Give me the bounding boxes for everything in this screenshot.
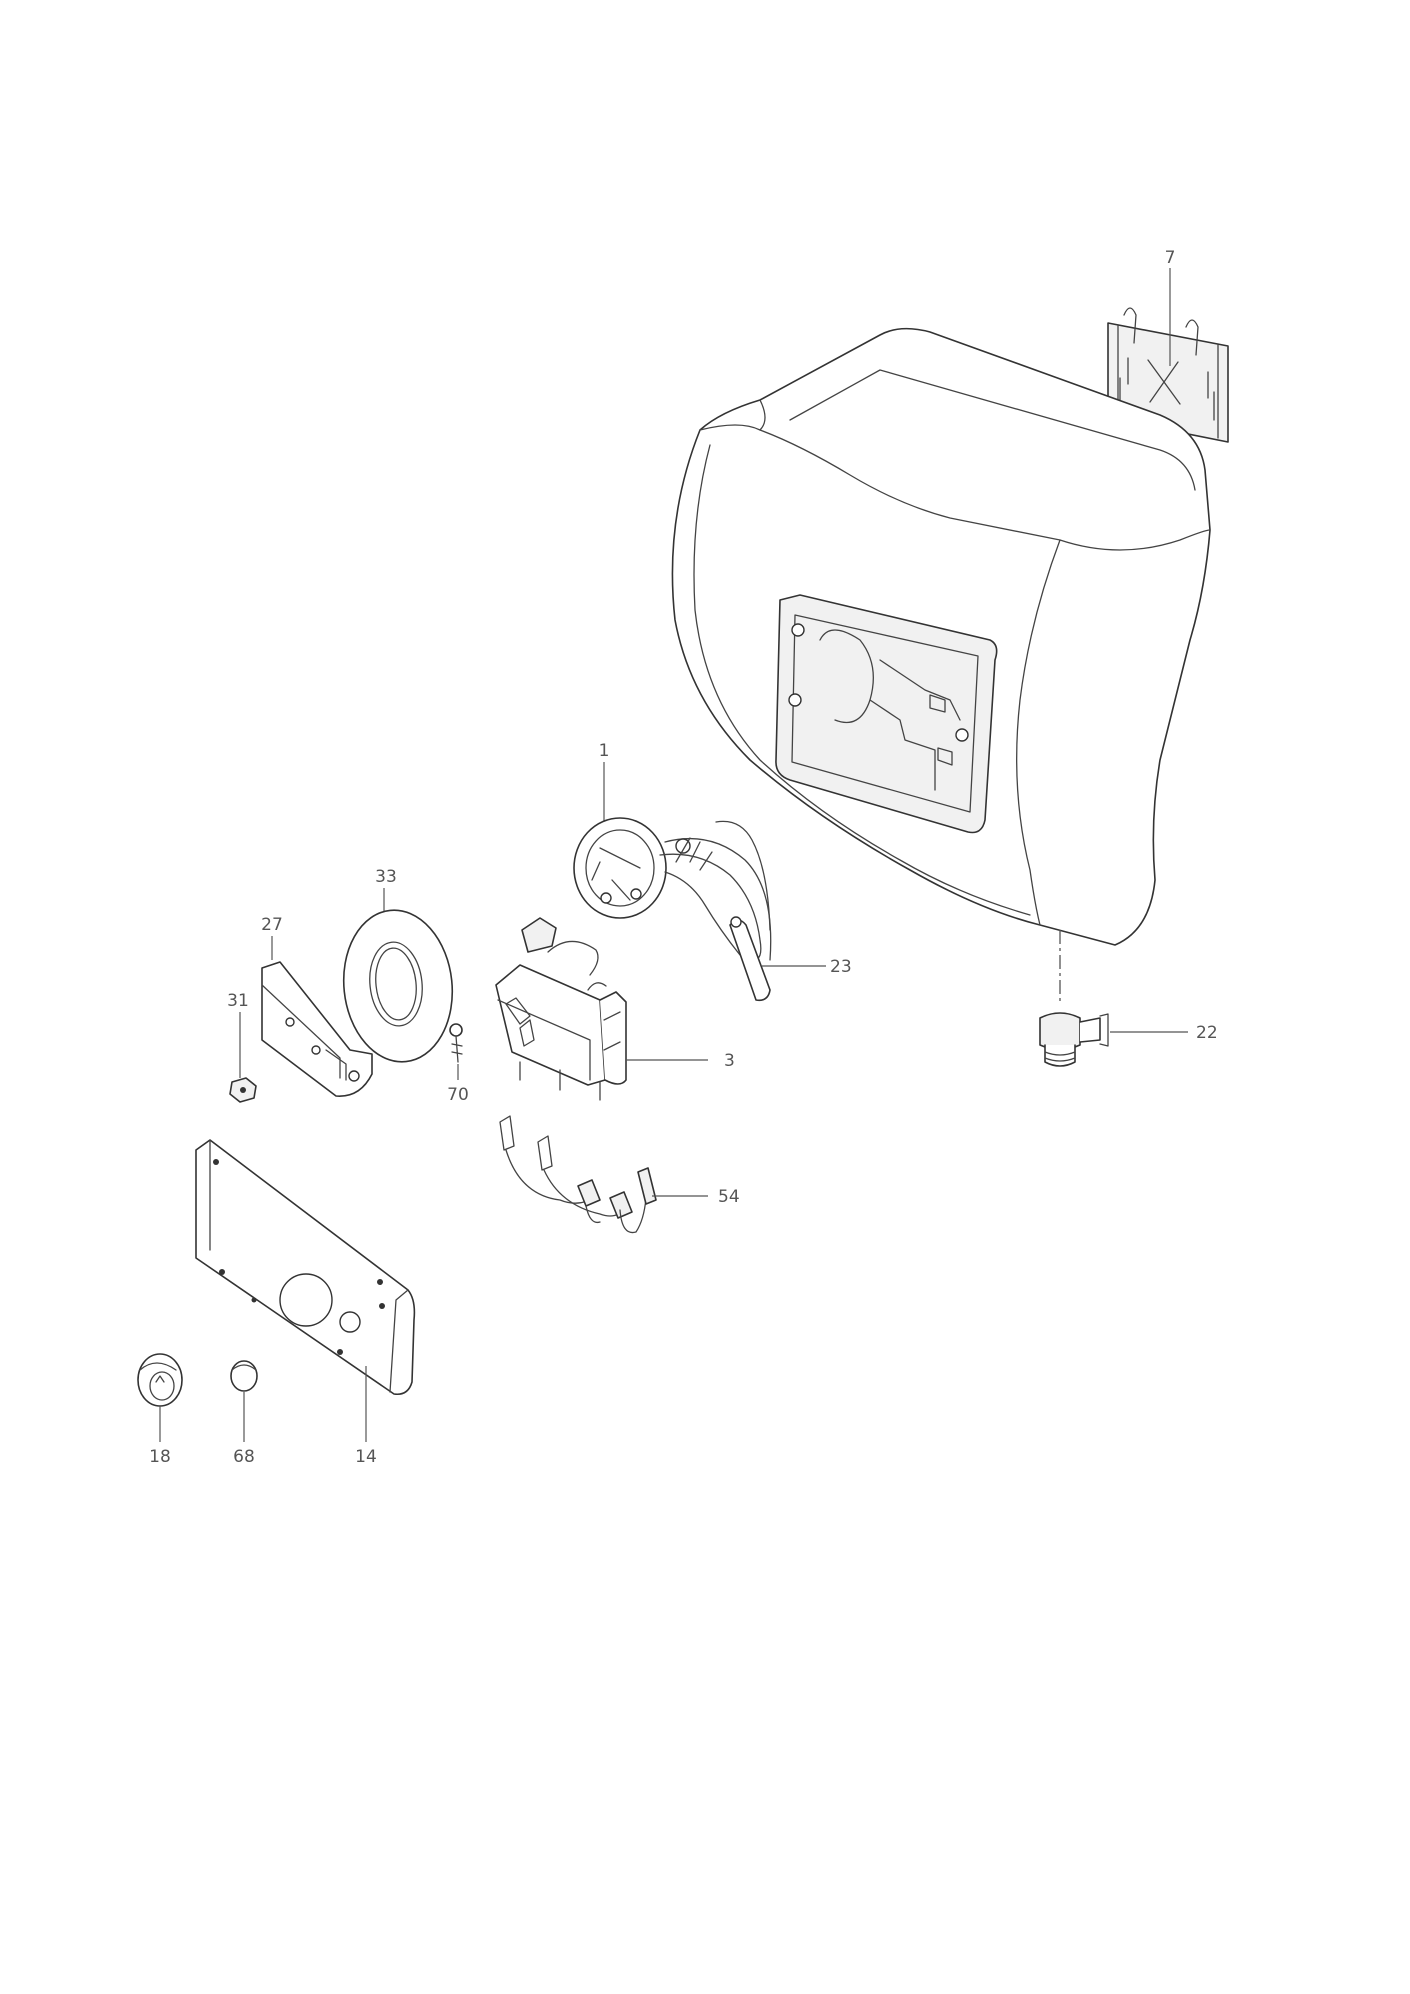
callout-22: 22: [1196, 1023, 1218, 1043]
callout-3: 3: [724, 1051, 735, 1071]
flange-clamp: [261, 936, 373, 1097]
indicator-lamp: [230, 1360, 258, 1442]
callout-70: 70: [447, 1085, 469, 1105]
callout-23: 23: [830, 957, 852, 977]
callout-54: 54: [718, 1187, 740, 1207]
safety-valve: [1039, 930, 1188, 1067]
heating-element-flange: [573, 762, 772, 961]
screw: [449, 1023, 463, 1080]
cover-plate: [195, 1139, 416, 1442]
callout-33: 33: [375, 867, 397, 887]
callout-18: 18: [149, 1447, 171, 1467]
wiring-harness: [499, 1115, 708, 1234]
control-knob: [137, 1353, 183, 1442]
callout-7: 7: [1165, 248, 1176, 268]
callout-1: 1: [599, 741, 610, 761]
callout-27: 27: [261, 915, 283, 935]
thermostat: [495, 917, 708, 1101]
callout-31: 31: [227, 991, 249, 1011]
callout-labels: 7 1 33 27 31 70 23 3 22 54 14 18 68: [149, 248, 1217, 1467]
flange-gasket: [342, 888, 454, 1063]
callout-68: 68: [233, 1447, 255, 1467]
nut: [229, 1012, 257, 1103]
callout-14: 14: [355, 1447, 377, 1467]
anode-rod: [729, 916, 826, 1002]
water-heater-tank: [671, 327, 1211, 946]
